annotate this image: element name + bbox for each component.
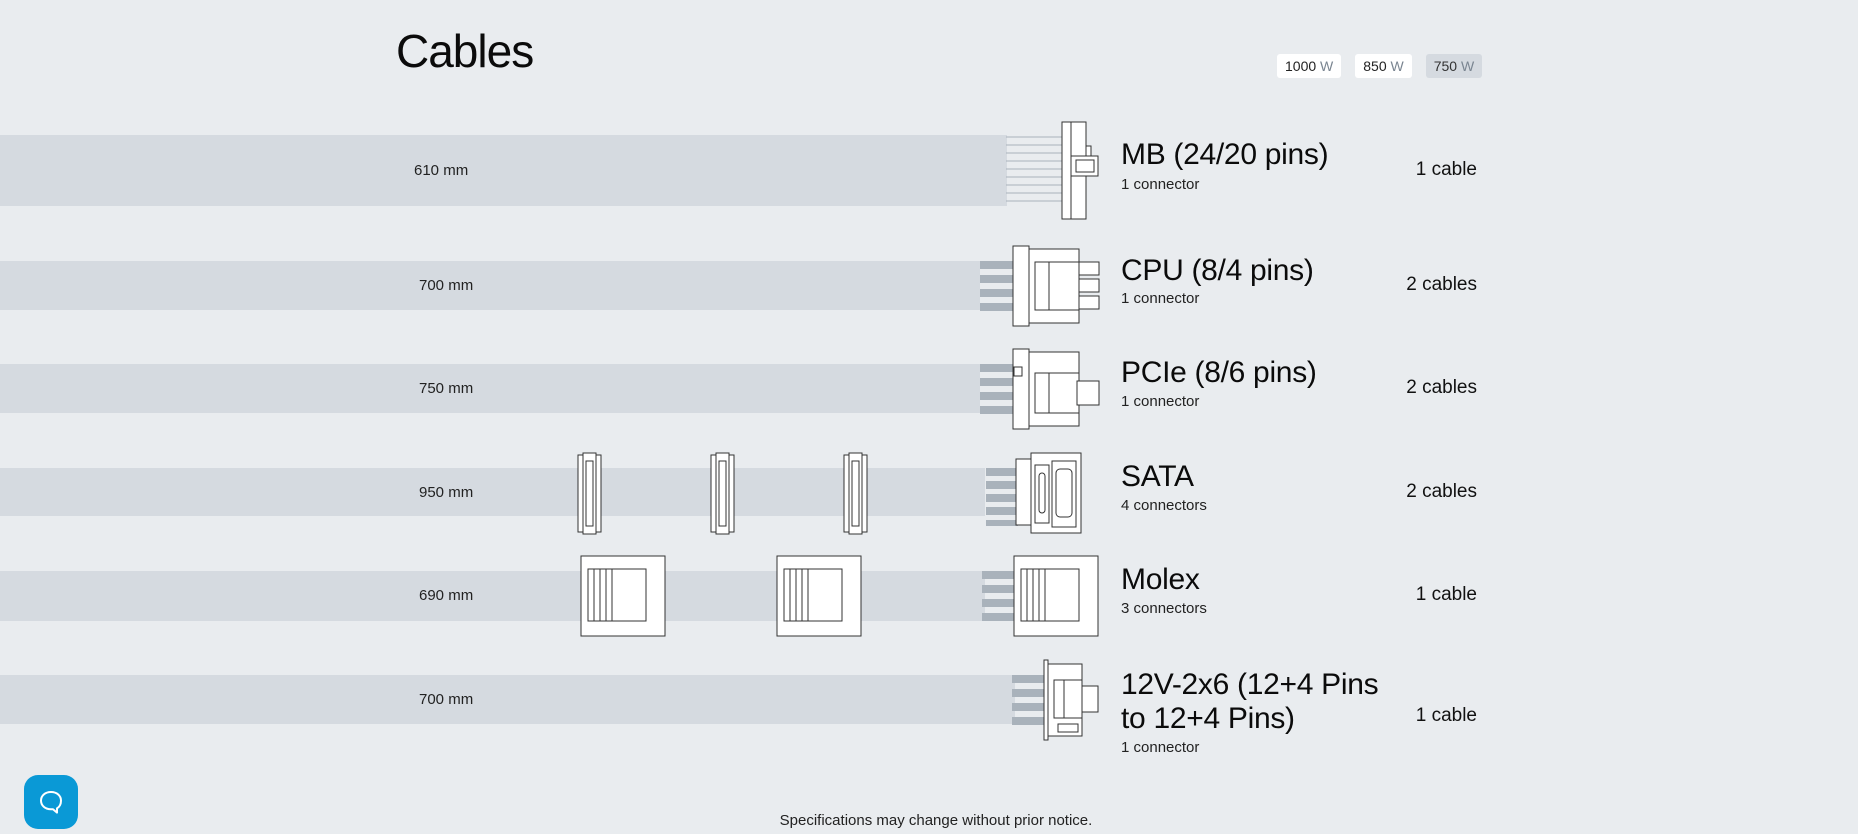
cable-name: SATA bbox=[1121, 460, 1194, 493]
cable-length: 750 mm bbox=[419, 380, 474, 397]
sata-connector-icon bbox=[710, 452, 735, 535]
cable-length: 950 mm bbox=[419, 484, 474, 501]
connector-count: 1 connector bbox=[1121, 290, 1200, 307]
wattage-unit: W bbox=[1390, 58, 1404, 74]
cable-name: 12V-2x6 (12+4 Pins to 12+4 Pins) bbox=[1121, 668, 1379, 736]
cable-band bbox=[0, 261, 980, 310]
cpu-connector-icon bbox=[980, 245, 1100, 327]
cable-name: PCIe (8/6 pins) bbox=[1121, 356, 1317, 389]
molex-connector-icon bbox=[776, 555, 862, 637]
cable-count: 1 cable bbox=[1415, 159, 1477, 180]
cable-band bbox=[0, 135, 1007, 206]
connector-count: 1 connector bbox=[1121, 393, 1200, 410]
wattage-unit: W bbox=[1320, 58, 1334, 74]
cable-count: 1 cable bbox=[1415, 584, 1477, 605]
cable-count: 2 cables bbox=[1406, 274, 1477, 295]
connector-count: 4 connectors bbox=[1121, 497, 1207, 514]
connector-count: 1 connector bbox=[1121, 176, 1200, 193]
cable-count: 2 cables bbox=[1406, 377, 1477, 398]
cable-length: 690 mm bbox=[419, 587, 474, 604]
cable-length: 700 mm bbox=[419, 691, 474, 708]
chat-bubble-icon bbox=[40, 791, 62, 814]
connector-count: 3 connectors bbox=[1121, 600, 1207, 617]
sata-connector-icon bbox=[843, 452, 868, 535]
wattage-value: 1000 bbox=[1285, 58, 1317, 74]
pcie-connector-icon bbox=[980, 348, 1100, 430]
cable-name: Molex bbox=[1121, 563, 1200, 596]
wattage-value: 750 bbox=[1433, 58, 1458, 74]
molex-end-connector-icon bbox=[982, 555, 1099, 637]
cable-length: 700 mm bbox=[419, 277, 474, 294]
12v-2x6-connector-icon bbox=[1012, 659, 1099, 741]
cable-band bbox=[0, 675, 1015, 724]
mb-connector-icon bbox=[1006, 121, 1099, 220]
cable-length: 610 mm bbox=[414, 162, 469, 179]
wattage-unit: W bbox=[1460, 58, 1475, 74]
cable-band bbox=[0, 468, 985, 516]
cable-name-line: to 12+4 Pins) bbox=[1121, 702, 1295, 735]
footer-note: Specifications may change without prior … bbox=[779, 812, 1093, 829]
wattage-option-750[interactable]: 750 W bbox=[1425, 54, 1483, 78]
connector-count: 1 connector bbox=[1121, 739, 1200, 756]
cable-name-line: 12V-2x6 (12+4 Pins bbox=[1121, 668, 1379, 701]
cable-band bbox=[0, 364, 980, 413]
wattage-option-1000[interactable]: 1000 W bbox=[1277, 54, 1342, 78]
cable-count: 1 cable bbox=[1415, 705, 1477, 726]
molex-connector-icon bbox=[580, 555, 666, 637]
cable-name: CPU (8/4 pins) bbox=[1121, 254, 1314, 287]
page-title: Cables bbox=[396, 25, 534, 77]
cable-name: MB (24/20 pins) bbox=[1121, 138, 1329, 171]
help-chat-button[interactable] bbox=[24, 775, 78, 829]
sata-connector-icon bbox=[577, 452, 602, 535]
wattage-value: 850 bbox=[1363, 58, 1387, 74]
cable-count: 2 cables bbox=[1406, 481, 1477, 502]
wattage-selector: 1000 W 850 W 750 W bbox=[1277, 54, 1483, 78]
wattage-option-850[interactable]: 850 W bbox=[1355, 54, 1412, 78]
sata-end-connector-icon bbox=[986, 452, 1082, 534]
